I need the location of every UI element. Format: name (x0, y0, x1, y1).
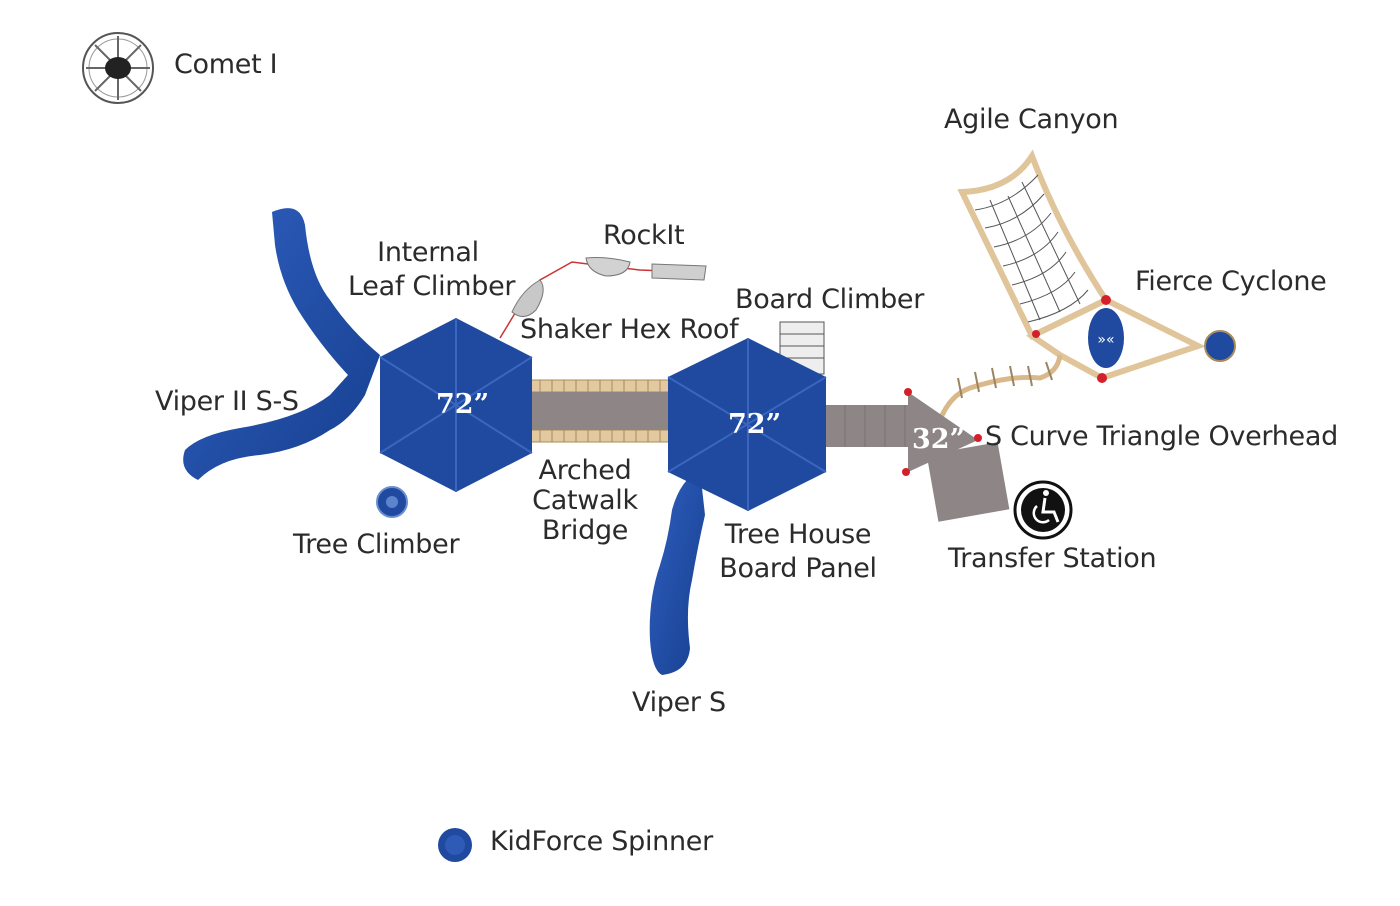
hex-roof-right (667, 338, 827, 511)
label-comet: Comet I (174, 49, 278, 80)
walkway (825, 405, 1010, 522)
label-tree-house-line1: Tree House (724, 519, 872, 550)
label-arched-line2: Catwalk (532, 485, 638, 516)
label-transfer-station: Transfer Station (948, 543, 1157, 574)
label-arched-line3: Bridge (541, 515, 629, 546)
label-internal-leaf-climber: Internal Leaf Climber (348, 236, 516, 304)
triangle-deck (902, 388, 982, 476)
label-tree-house-board-panel: Tree House Board Panel (718, 518, 878, 586)
rockit (499, 257, 707, 339)
arched-catwalk-bridge (529, 379, 671, 443)
wheelchair-icon (1013, 480, 1073, 540)
agile-canyon-net (957, 149, 1111, 341)
viper-s-slide (649, 470, 705, 675)
label-arched-line1: Arched (538, 455, 632, 486)
label-board-climber: Board Climber (735, 284, 925, 315)
label-viper-ii: Viper II S-S (155, 386, 299, 417)
label-rockit: RockIt (603, 220, 685, 251)
viper-ii-slide (183, 208, 380, 481)
tree-climber (376, 486, 408, 518)
label-tree-house-line2: Board Panel (719, 553, 877, 584)
kidforce-spinner (438, 828, 472, 862)
deck-height-triangle: 32” (912, 424, 966, 455)
label-internal-line1: Internal (377, 237, 479, 268)
label-tree-climber: Tree Climber (293, 529, 460, 560)
label-s-curve: S Curve Triangle Overhead (985, 421, 1338, 452)
svg-text:»«: »« (1097, 332, 1114, 348)
label-viper-s: Viper S (632, 687, 726, 718)
fierce-cyclone: »« (1026, 295, 1236, 383)
s-curve-overhead (937, 354, 1063, 421)
label-agile-canyon: Agile Canyon (944, 104, 1119, 135)
label-arched-catwalk-bridge: Arched Catwalk Bridge (520, 456, 650, 546)
hex-roof-left (379, 318, 533, 492)
label-shaker-hex-roof: Shaker Hex Roof (520, 314, 739, 345)
comet-icon (82, 32, 154, 104)
deck-height-right: 72” (728, 409, 782, 440)
deck-height-left: 72” (436, 389, 490, 420)
label-internal-line2: Leaf Climber (348, 271, 516, 302)
label-kidforce-spinner: KidForce Spinner (490, 826, 713, 857)
label-fierce-cyclone: Fierce Cyclone (1135, 266, 1327, 297)
